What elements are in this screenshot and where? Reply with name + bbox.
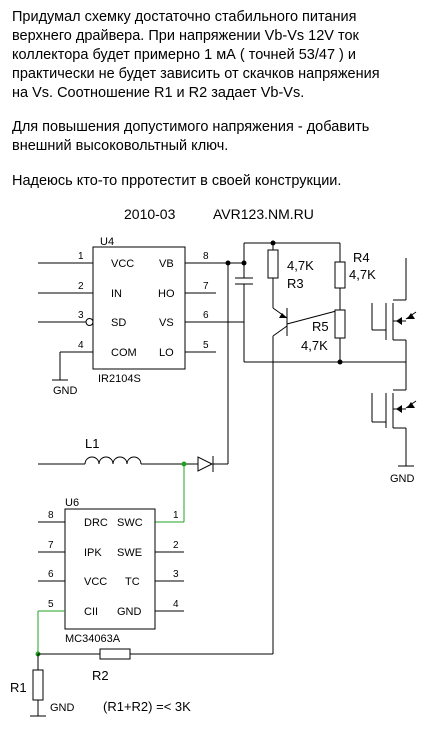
r5-resistor: R5 4,7K	[301, 296, 346, 365]
u4-ic: U4 IR2104S 1 2 3 4 VCC IN SD COM 8 7 6 5…	[38, 236, 216, 385]
pin-name: SD	[111, 317, 126, 329]
r1-body	[32, 669, 44, 701]
pin-number: 7	[48, 540, 54, 551]
pin-name: CII	[84, 606, 98, 618]
pin-name: IN	[111, 288, 122, 300]
pin-name: VCC	[84, 576, 107, 588]
pin-name: DRC	[84, 517, 108, 529]
u6-body	[64, 508, 156, 630]
pin-number: 3	[173, 569, 179, 580]
description-line: практически не будет зависить от скачков…	[12, 66, 380, 82]
description-paragraph-1: Придумал схемку достаточно стабильного п…	[12, 8, 416, 103]
pin-number: 1	[78, 251, 84, 262]
l1-ref: L1	[85, 436, 99, 451]
pin-name: HO	[158, 288, 175, 300]
pin-name: VCC	[111, 258, 134, 270]
pin-number: 7	[203, 281, 209, 292]
u4-ground: GND	[52, 352, 78, 397]
pin-number: 6	[48, 569, 54, 580]
description-paragraph-2: Для повышения допустимого напряжения - д…	[12, 118, 416, 156]
u4-body	[92, 246, 186, 370]
u6-ref: U6	[65, 497, 79, 509]
pin-number: 6	[203, 310, 209, 321]
pin-number: 1	[173, 510, 179, 521]
u6-ic: U6 MC34063A 8 7 6 5 DRC IPK VCC CII 1 2 …	[38, 497, 184, 645]
r2-body	[99, 648, 131, 660]
l1-inductor: L1	[38, 436, 198, 467]
pin-number: 5	[203, 340, 209, 351]
mosfet-arrow	[396, 317, 402, 325]
r1-ref: R1	[10, 680, 27, 695]
u4-ref: U4	[100, 236, 114, 248]
r4-resistor: R4 4,7K	[334, 243, 376, 310]
pin-number: 5	[48, 599, 54, 610]
mosfet-high-side	[371, 258, 417, 362]
description-line: коллектора будет примерно 1 мА ( точней …	[12, 47, 356, 63]
formula-label: (R1+R2) =< 3K	[103, 699, 191, 714]
pin-number: 3	[78, 310, 84, 321]
emitter-arrow	[279, 313, 287, 318]
pin-name: COM	[111, 347, 137, 359]
r5-value: 4,7K	[301, 338, 328, 353]
pnp-transistor	[272, 307, 341, 648]
r4-ref: R4	[353, 250, 370, 265]
description-line: на Vs. Соотношение R1 и R2 задает Vb-Vs.	[12, 85, 305, 101]
r2-ref: R2	[92, 668, 109, 683]
gnd-label: GND	[53, 385, 78, 397]
r5-ref: R5	[312, 319, 329, 334]
bootstrap-network	[216, 240, 340, 465]
u6-part: MC34063A	[65, 633, 121, 645]
pin-name: TC	[125, 576, 140, 588]
pin-number: 4	[173, 599, 179, 610]
description-line: верхнего драйвера. При напряжении Vb-Vs …	[12, 28, 359, 44]
date-label: 2010-03	[124, 206, 176, 222]
pin-name: SWC	[117, 517, 143, 529]
u4-part: IR2104S	[98, 373, 141, 385]
site-label: AVR123.NM.RU	[213, 206, 314, 222]
sd-inversion-bubble	[85, 318, 94, 326]
description-line: Придумал схемку достаточно стабильного п…	[12, 9, 357, 25]
r4-value: 4,7K	[349, 267, 376, 282]
r3-resistor: 4,7K R3	[267, 243, 314, 308]
pin-name: LO	[159, 347, 174, 359]
pin-number: 2	[78, 281, 84, 292]
diode	[197, 456, 219, 472]
mosfet-low-side: GND	[371, 362, 417, 485]
r3-ref: R3	[287, 276, 304, 291]
gnd-label: GND	[50, 702, 75, 714]
pin-name: VB	[159, 258, 174, 270]
pin-name: GND	[117, 606, 142, 618]
pin-number: 2	[173, 540, 179, 551]
pin-number: 8	[203, 251, 209, 262]
description-line: Для повышения допустимого напряжения - д…	[12, 119, 370, 135]
gnd-label: GND	[390, 473, 415, 485]
feedback-network: R2 R1 GND (R1+R2) =< 3K	[10, 611, 274, 717]
pin-name: SWE	[117, 547, 142, 559]
description-line: Надеюсь кто-то прротестит в своей констр…	[12, 173, 342, 189]
description-paragraph-3: Надеюсь кто-то прротестит в своей констр…	[12, 172, 416, 191]
mosfet-arrow	[396, 405, 402, 413]
pin-number: 8	[48, 510, 54, 521]
pin-name: IPK	[84, 547, 102, 559]
r3-value: 4,7K	[287, 258, 314, 273]
pin-number: 4	[78, 340, 84, 351]
description-line: внешний высоковольтный ключ.	[12, 138, 229, 154]
pin-name: VS	[159, 317, 174, 329]
